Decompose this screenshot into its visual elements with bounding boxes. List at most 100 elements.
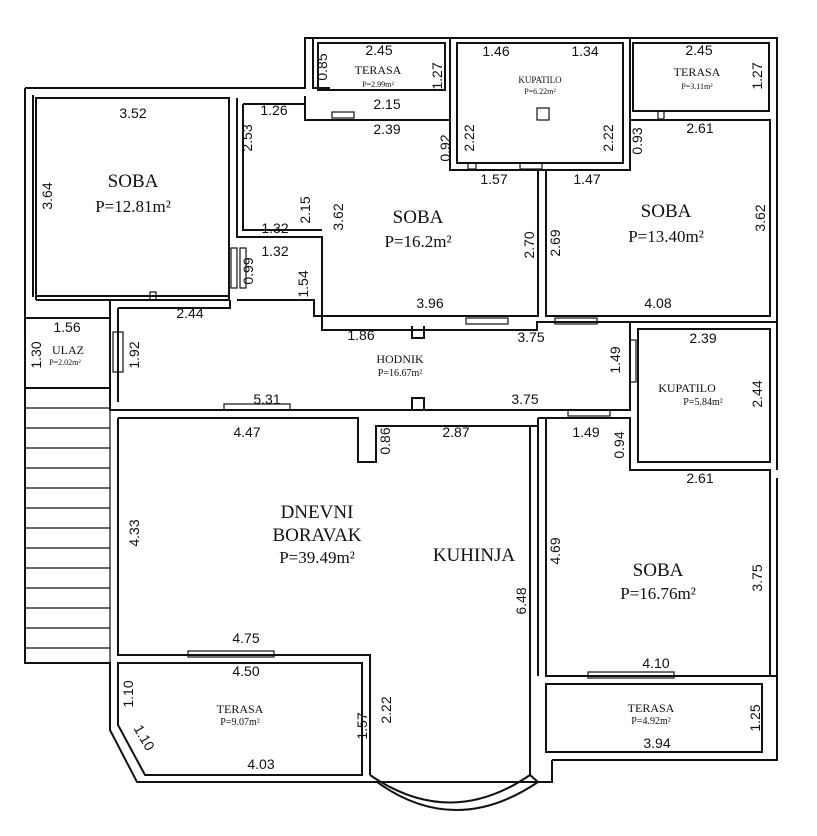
- dim-label: 2.22: [461, 124, 477, 151]
- dim-label: 3.62: [752, 204, 768, 231]
- dim-label: 1.10: [120, 680, 136, 707]
- walls: [24, 37, 778, 811]
- room-area-kupatilo-right: P=5.84m²: [683, 397, 722, 408]
- room-name-kuhinja: KUHINJA: [433, 545, 516, 566]
- dim-label: 2.15: [373, 96, 400, 112]
- dim-label: 2.70: [521, 231, 537, 258]
- dim-label: 4.75: [232, 630, 259, 646]
- dim-label: 2.15: [297, 196, 313, 223]
- room-area-terasa-top1: P=2.99m²: [362, 80, 394, 89]
- room-area-soba-ne: P=13.40m²: [628, 227, 704, 246]
- dim-label: 0.94: [611, 431, 627, 458]
- dim-label: 1.56: [53, 319, 80, 335]
- dim-label: 3.52: [119, 105, 146, 121]
- dim-label: 0.99: [240, 257, 256, 284]
- dim-label: 0.85: [314, 53, 330, 80]
- dim-label: 1.46: [482, 43, 509, 59]
- room-name-soba-se: SOBA: [633, 560, 684, 581]
- dimension-labels: 3.52 2.45 2.15 2.39 1.46 1.34 2.45 2.61 …: [53, 42, 716, 772]
- kupatilo-top-outline: [456, 42, 624, 164]
- room-name-ulaz: ULAZ: [52, 343, 84, 357]
- dim-label: 1.34: [571, 43, 598, 59]
- room-area-hodnik: P=16.67m²: [378, 368, 422, 379]
- room-area-ulaz: P=2.02m²: [49, 358, 81, 367]
- dim-label: 2.39: [689, 330, 716, 346]
- dimension-labels-vertical: 3.64 0.85 1.27 2.22 2.22 0.92 1.27 0.93 …: [28, 53, 768, 753]
- dim-label: 0.93: [629, 127, 645, 154]
- room-area-kupatilo-top: P=6.22m²: [524, 87, 556, 96]
- dim-label: 1.49: [607, 346, 623, 373]
- dim-label: 3.75: [749, 564, 765, 591]
- dim-label: 2.39: [373, 121, 400, 137]
- dim-label: 1.57: [480, 171, 507, 187]
- dim-label: 3.94: [643, 735, 670, 751]
- staircase: [24, 387, 111, 664]
- dim-label: 2.53: [239, 124, 255, 151]
- room-name-terasa-bl: TERASA: [217, 702, 264, 716]
- terasa-top1-outline: [317, 42, 446, 91]
- dim-label: 1.49: [572, 424, 599, 440]
- dim-label: 4.08: [644, 295, 671, 311]
- dim-label: 0.86: [377, 427, 393, 454]
- room-name-kupatilo-right: KUPATILO: [658, 381, 716, 395]
- room-area-terasa-bl: P=9.07m²: [220, 717, 259, 728]
- dim-label: 1.32: [261, 243, 288, 259]
- dim-label: 2.87: [442, 424, 469, 440]
- dim-label: 1.27: [429, 62, 445, 89]
- room-name-terasa-br: TERASA: [628, 701, 675, 715]
- dim-label: 3.75: [517, 329, 544, 345]
- dim-label: 1.47: [573, 171, 600, 187]
- room-name-kupatilo-top: KUPATILO: [518, 75, 562, 85]
- dim-label: 1.32: [261, 220, 288, 236]
- room-name-hodnik: HODNIK: [376, 352, 424, 366]
- dim-label: 3.96: [416, 295, 443, 311]
- dim-label: 1.54: [295, 270, 311, 297]
- dim-label: 1.30: [28, 341, 44, 368]
- dim-label: 1.27: [749, 62, 765, 89]
- dim-label: 2.69: [547, 229, 563, 256]
- room-area-dnevni: P=39.49m²: [279, 548, 355, 567]
- dim-label: 2.44: [176, 305, 203, 321]
- dim-label: 2.45: [685, 42, 712, 58]
- room-area-soba-nw: P=12.81m²: [95, 197, 171, 216]
- dim-label: 3.64: [39, 182, 55, 209]
- terasa-se-outline: [545, 683, 763, 753]
- dim-label: 0.92: [437, 134, 453, 161]
- room-name-soba-ne: SOBA: [641, 201, 692, 222]
- dim-label: 3.75: [511, 391, 538, 407]
- dim-label: 1.26: [260, 102, 287, 118]
- dim-label: 4.69: [547, 537, 563, 564]
- dim-label: 5.31: [253, 391, 280, 407]
- room-area-terasa-top2: P=3.11m²: [681, 82, 713, 91]
- dim-label: 4.50: [232, 663, 259, 679]
- room-name-soba-nw: SOBA: [108, 171, 159, 192]
- drain-square: [536, 107, 550, 121]
- dim-label: 4.47: [233, 424, 260, 440]
- room-name-terasa-top2: TERASA: [674, 65, 721, 79]
- dim-label: 2.61: [686, 120, 713, 136]
- dim-label: 2.61: [686, 470, 713, 486]
- room-area-soba-center: P=16.2m²: [384, 232, 451, 251]
- room-name-boravak: BORAVAK: [272, 525, 361, 546]
- room-name-soba-center: SOBA: [393, 207, 444, 228]
- dim-label: 2.45: [365, 42, 392, 58]
- dim-label: 4.33: [126, 519, 142, 546]
- dim-label: 2.44: [749, 380, 765, 407]
- wall-stub: [149, 291, 157, 301]
- room-area-terasa-br: P=4.92m²: [631, 716, 670, 727]
- dim-label: 4.03: [247, 756, 274, 772]
- terasa-top2-outline: [632, 42, 770, 112]
- dim-label: 1.86: [347, 327, 374, 343]
- dim-label: 6.48: [513, 587, 529, 614]
- dim-label: 1.25: [747, 704, 763, 731]
- room-name-dnevni: DNEVNI: [281, 502, 354, 523]
- dim-label: 1.57: [354, 712, 370, 739]
- openings: [112, 110, 675, 679]
- dim-label: 1.92: [126, 341, 142, 368]
- room-name-terasa-top1: TERASA: [355, 63, 402, 77]
- dim-label: 1.10: [131, 722, 159, 754]
- dim-label: 2.22: [600, 124, 616, 151]
- room-area-soba-se: P=16.76m²: [620, 584, 696, 603]
- dim-label: 3.62: [330, 203, 346, 230]
